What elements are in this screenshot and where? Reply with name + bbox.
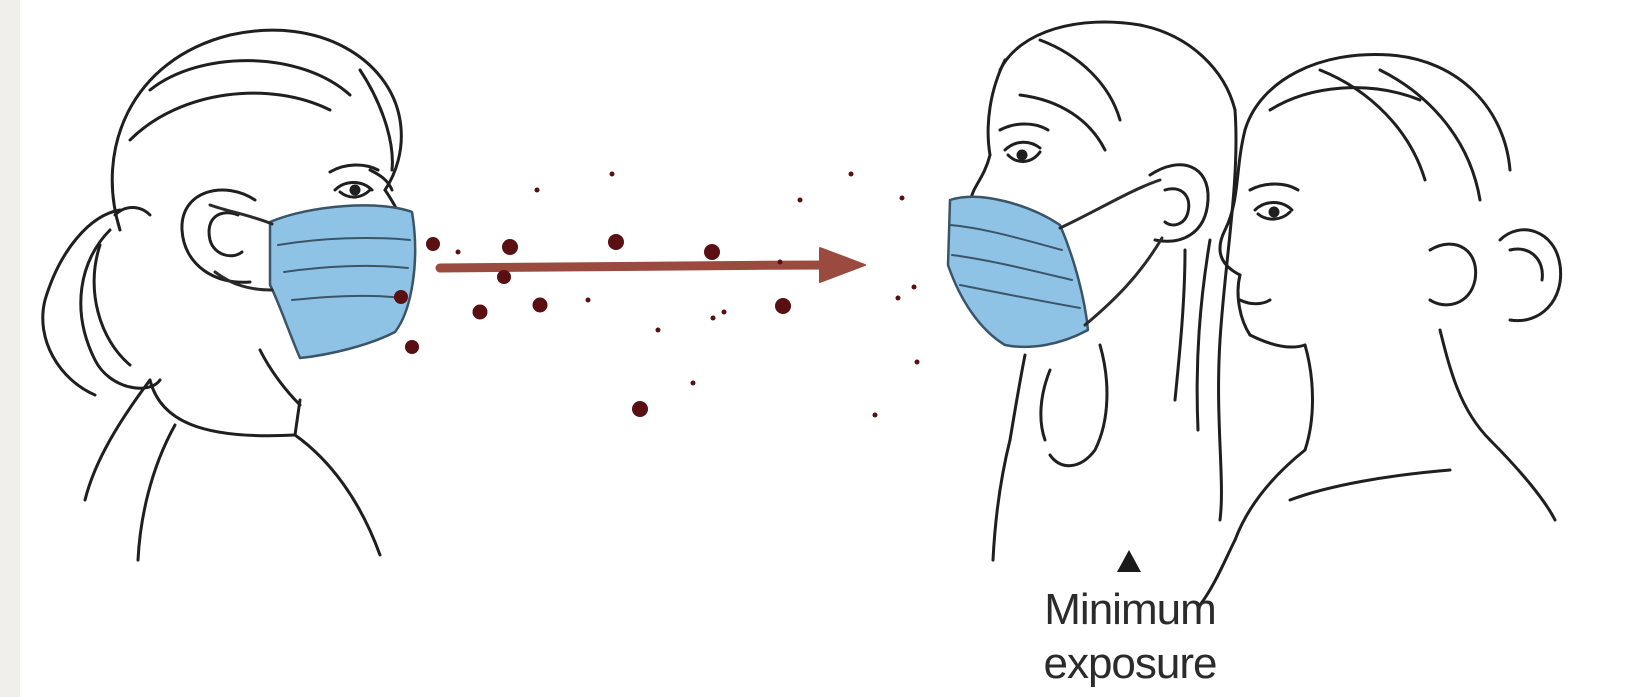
droplet [722,310,727,315]
droplet [775,298,791,314]
triangle-up-icon [1117,550,1141,572]
droplet [608,234,624,250]
droplet [533,298,548,313]
droplet [778,260,783,265]
droplet [405,340,419,354]
droplet [426,237,440,251]
caption-line-2: exposure [1020,640,1240,688]
droplet [691,381,696,386]
droplet [502,239,518,255]
droplet [473,305,488,320]
droplet [849,172,854,177]
droplet [873,413,878,418]
droplet [632,401,648,417]
caption-line-1: Minimum [1020,586,1240,634]
droplet [900,196,905,201]
right-unmasked-person-figure [1200,54,1561,605]
droplet [656,328,661,333]
droplet [896,296,901,301]
droplet [535,188,540,193]
droplet [711,316,716,321]
droplet [586,298,591,303]
droplet [912,285,917,290]
droplet-cloud [394,172,920,418]
droplet [704,244,720,260]
droplet [497,270,511,284]
droplet [394,290,408,304]
droplet [610,172,615,177]
droplet [456,250,461,255]
droplet [798,198,803,203]
right-face-mask [948,180,1162,347]
droplet [915,360,920,365]
